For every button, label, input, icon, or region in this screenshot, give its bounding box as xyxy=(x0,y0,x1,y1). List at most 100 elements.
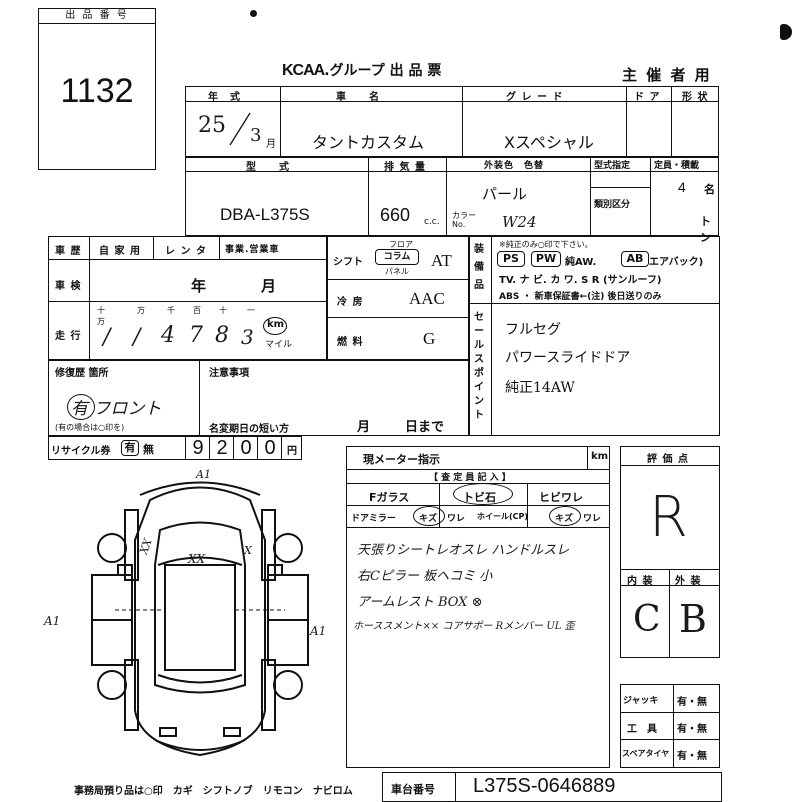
lot-number: 1132 xyxy=(60,72,134,110)
equipment-block: 装備品 ※純正のみ○印で下さい。 PS PW 純AW. AB エアバック) TV… xyxy=(468,236,720,436)
km-unit: km xyxy=(267,319,285,330)
front-glass-label: Fガラス xyxy=(369,491,410,504)
year-label: 年 式 xyxy=(208,92,241,103)
history-block: 車 歴 自 家 用 レ ン タ 事業.営業車 車 検 年 月 走 行 十万 万 … xyxy=(48,236,328,361)
shape-label: 形 状 xyxy=(682,92,709,103)
model-month: 3 xyxy=(250,125,262,146)
shift-panel: パネル xyxy=(385,267,409,276)
lot-number-box: 出 品 番 号 1132 xyxy=(38,8,156,170)
equipment-line2: TV. ナ ビ. カ ワ. S R (サンルーフ) xyxy=(499,275,662,286)
name-change-label: 名変期日の短い方 xyxy=(209,424,289,435)
tool-value: 有・無 xyxy=(677,724,707,735)
sales-point: 純正14AW xyxy=(505,380,575,396)
jack-value: 有・無 xyxy=(677,697,707,708)
color-number: W24 xyxy=(502,213,537,231)
interior-score: C xyxy=(633,599,661,640)
wheel-scratch-circle xyxy=(549,506,581,526)
repair-yes-circle xyxy=(67,394,95,420)
inspection-label: 車 検 xyxy=(55,281,82,292)
name-change-month: 月 xyxy=(357,420,371,435)
spare-tire-label: スペアタイヤ xyxy=(622,749,670,758)
ac-value: AAC xyxy=(409,289,445,308)
month-unit: 月 xyxy=(266,139,276,150)
exterior-score: B xyxy=(679,597,707,641)
repair-block: 修復歴 箇所 有 フロント (有の場合は○印を) 注意事項 名変期日の短い方 月… xyxy=(48,359,470,436)
specs-block: シフト フロア コラム パネル AT 冷 房 AAC 燃 料 G xyxy=(326,236,470,361)
displacement-label: 排 気 量 xyxy=(384,162,426,173)
equipment-ps: PS xyxy=(497,251,525,267)
model-row: 型 式 排 気 量 外装色 色替 型式指定 定員・積載 類別区分 DBA-L37… xyxy=(185,156,719,244)
displacement: 660 xyxy=(380,205,411,225)
shift-floor: フロア xyxy=(389,240,413,249)
recycle-unit: 円 xyxy=(287,446,297,457)
punch-mark xyxy=(780,24,792,40)
name-change-day: 日まで xyxy=(405,420,445,435)
km-circle xyxy=(263,317,287,335)
inspector-label: 【 査 定 員 記 入 】 xyxy=(429,473,511,483)
grade-label: グ レ ー ド xyxy=(506,92,564,103)
mirror-scratch-circle xyxy=(413,506,445,526)
car-diagram xyxy=(91,481,309,757)
recycle-yes: 有 xyxy=(121,440,139,456)
wheel-crack: ワレ xyxy=(583,514,602,524)
tool-label: 工 具 xyxy=(627,724,657,735)
score-title: 評 価 点 xyxy=(647,454,689,465)
car-name-label: 車 名 xyxy=(336,92,380,103)
punch-dot xyxy=(250,10,257,17)
chassis-box: 車台番号 L375S-0646889 xyxy=(382,772,722,802)
damage-mark: XX xyxy=(188,552,206,566)
fuel-label: 燃 料 xyxy=(337,337,364,348)
chip-circle xyxy=(453,483,513,505)
mirror-crack: ワレ xyxy=(447,514,466,524)
recycle-no: 無 xyxy=(143,443,154,456)
model-label: 型 式 xyxy=(246,162,290,173)
shift-label: シフト xyxy=(333,257,363,268)
brand-logo: KCAA xyxy=(282,62,325,79)
chassis-label: 車台番号 xyxy=(391,783,435,796)
equipment-airbag: エアバック) xyxy=(649,257,704,268)
score-block: 評 価 点 R 内 装 外 装 C B xyxy=(620,446,720,658)
history-commercial: 事業.営業車 xyxy=(225,245,280,255)
equipment-line3: ABS ・ 新車保証書←(注) 後日送りのみ xyxy=(499,292,662,302)
interior-label: 内 装 xyxy=(627,576,654,587)
displacement-unit: c.c. xyxy=(424,217,440,227)
recycle-block: リサイクル券 有 無 9 2 0 0 円 xyxy=(48,436,302,460)
organizer-label: 主 催 者 用 xyxy=(622,66,712,84)
color-number-label: カラー No. xyxy=(452,211,476,229)
equipment-ab: AB xyxy=(621,251,649,267)
wheel-label: ホイール(CP) xyxy=(477,512,529,521)
capacity-label: 定員・積載 xyxy=(654,161,700,171)
recycle-digit: 9 xyxy=(187,437,210,459)
damage-mark: A1 xyxy=(196,468,211,481)
history-label: 車 歴 xyxy=(55,246,82,257)
history-rental: レ ン タ xyxy=(165,246,207,257)
color-label: 外装色 色替 xyxy=(484,161,545,171)
recycle-digit: 0 xyxy=(259,437,282,459)
mileage-digit: / xyxy=(133,325,141,350)
mileage-digit: / xyxy=(103,325,111,350)
mileage-digit: 7 xyxy=(189,323,203,348)
inspection-year-unit: 年 xyxy=(191,277,207,295)
remarks-label: 注意事項 xyxy=(209,368,249,379)
sales-point: フルセグ xyxy=(505,322,561,338)
fuel-value: G xyxy=(423,329,436,348)
history-private: 自 家 用 xyxy=(99,246,141,257)
spare-tire-value: 有・無 xyxy=(677,751,707,762)
mileage-digit: 3 xyxy=(241,325,254,349)
overall-score: R xyxy=(649,485,688,550)
recycle-label: リサイクル券 xyxy=(51,446,111,457)
mileage-label: 走 行 xyxy=(55,331,82,342)
equipment-side-label: 装備品 xyxy=(474,244,484,291)
inspection-note: アームレスト BOX ⊗ xyxy=(357,595,483,610)
inspection-month-unit: 月 xyxy=(261,277,277,295)
shift-value: AT xyxy=(431,251,452,270)
chassis-number: L375S-0646889 xyxy=(473,775,616,797)
damage-mark: A1 xyxy=(44,614,61,628)
repair-value: 有 フロント xyxy=(71,399,162,419)
crack-label: ヒビワレ xyxy=(539,491,583,504)
equipment-note: ※純正のみ○印で下さい。 xyxy=(499,240,593,249)
vehicle-name-row: 年 式 車 名 グ レ ー ド ド ア 形 状 25 3 月 タントカスタム X… xyxy=(185,86,719,158)
capacity-unit: 名 xyxy=(704,183,715,196)
exterior-label: 外 装 xyxy=(675,576,702,587)
ac-label: 冷 房 xyxy=(337,297,364,308)
